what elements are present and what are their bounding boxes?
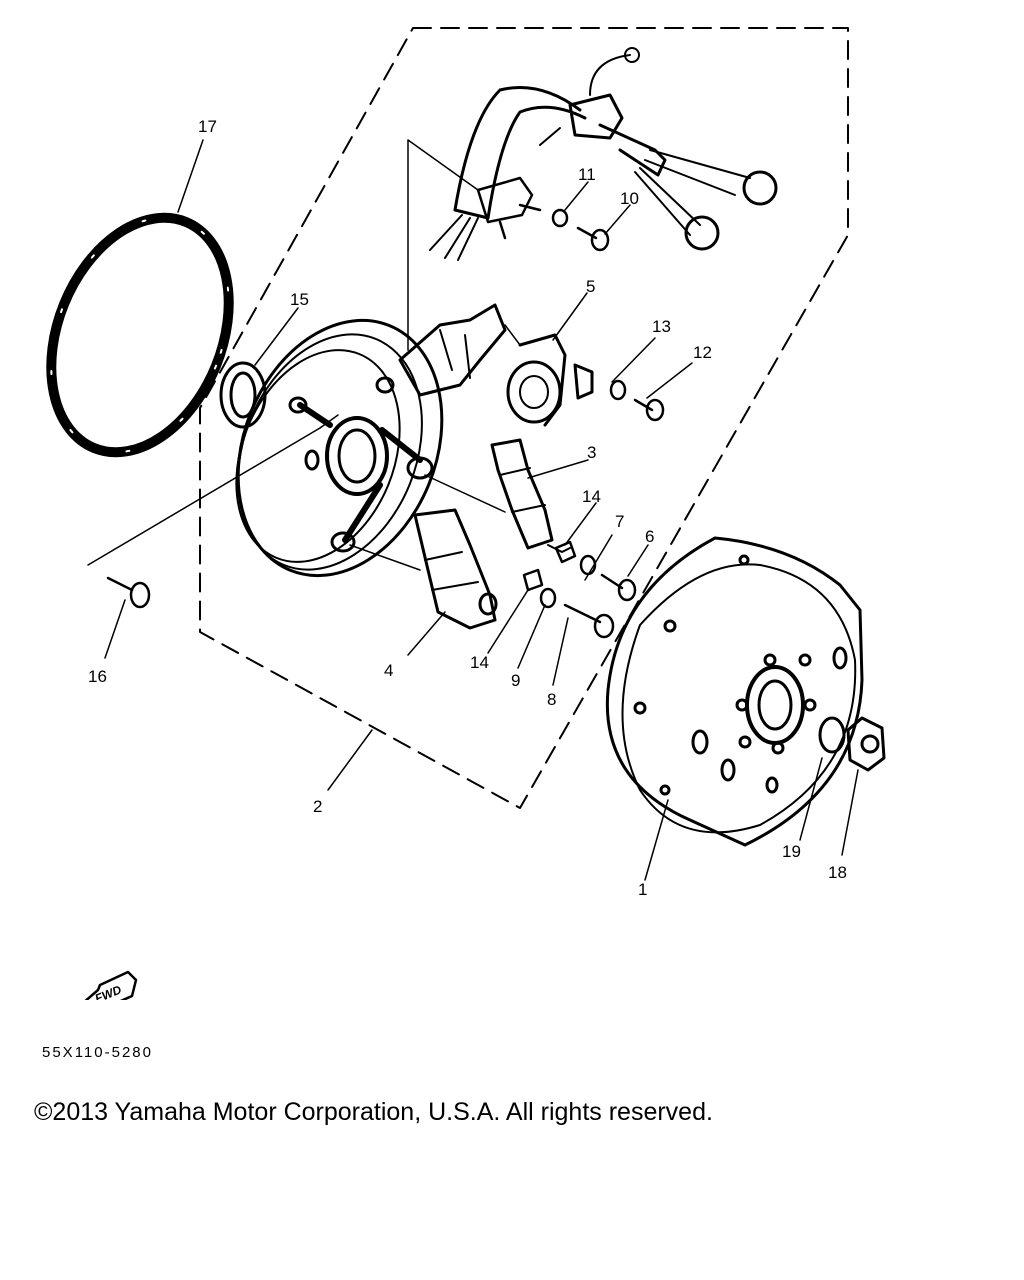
fwd-arrow: FWD — [84, 970, 138, 1000]
callout-17: 17 — [198, 117, 217, 136]
callout-labels: 1 2 3 4 5 6 7 8 9 10 11 12 13 14 14 15 1… — [88, 117, 847, 899]
wire-harness — [429, 47, 778, 261]
screw-part-6 — [600, 573, 637, 602]
plate-washer-part-14-lower — [522, 568, 544, 592]
leader-lines — [104, 139, 859, 881]
callout-18: 18 — [828, 863, 847, 882]
callout-6: 6 — [645, 527, 654, 546]
charge-coil-part-3 — [490, 438, 571, 553]
pulser-coil-part-5 — [506, 333, 594, 427]
callout-8: 8 — [547, 690, 556, 709]
callout-3: 3 — [587, 443, 596, 462]
stator-plate — [235, 303, 507, 578]
neutral-switch-part — [476, 176, 542, 240]
callout-5: 5 — [586, 277, 595, 296]
callout-1: 1 — [638, 880, 647, 899]
callout-15: 15 — [290, 290, 309, 309]
callout-16: 16 — [88, 667, 107, 686]
callout-10: 10 — [620, 189, 639, 208]
washer-part-11 — [551, 208, 569, 228]
callout-13: 13 — [652, 317, 671, 336]
screw-part-8 — [563, 603, 615, 639]
screw-part-12 — [633, 398, 665, 422]
callout-2: 2 — [313, 797, 322, 816]
callout-11: 11 — [578, 165, 596, 184]
washer-part-13 — [609, 379, 627, 401]
callout-14-lower: 14 — [470, 653, 489, 672]
screw-part-10 — [576, 226, 610, 252]
copyright-notice: ©2013 Yamaha Motor Corporation, U.S.A. A… — [34, 1098, 713, 1126]
callout-9: 9 — [511, 671, 520, 690]
callout-14-upper: 14 — [582, 487, 601, 506]
assembly-boundary — [199, 27, 849, 809]
fwd-arrow-icon — [84, 970, 138, 1000]
nut-part-18 — [846, 716, 886, 772]
o-ring-part-17 — [46, 212, 234, 458]
lighting-coil-part-4 — [413, 508, 498, 630]
fwd-label: FWD — [93, 982, 124, 1000]
assembly-guide-lines — [87, 139, 521, 571]
washer-part-7 — [579, 554, 597, 576]
screw-part-16 — [106, 576, 151, 609]
callout-4: 4 — [384, 661, 393, 680]
callout-19: 19 — [782, 842, 801, 861]
washer-part-19 — [818, 716, 846, 754]
callout-7: 7 — [615, 512, 624, 531]
exploded-parts-diagram: 1 2 3 4 5 6 7 8 9 10 11 12 13 14 14 15 1… — [46, 27, 886, 1000]
flywheel-rotor-part-1 — [605, 536, 864, 847]
callout-12: 12 — [693, 343, 712, 362]
washer-part-9 — [539, 587, 557, 609]
diagram-code: 55X110-5280 — [42, 1044, 153, 1061]
